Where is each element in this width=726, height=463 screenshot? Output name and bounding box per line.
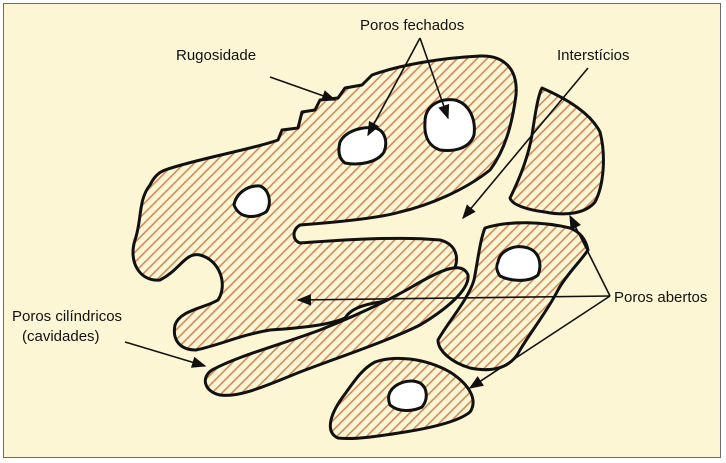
closed-pore-bottom bbox=[389, 381, 427, 411]
label-poros-fechados: Poros fechados bbox=[360, 17, 464, 34]
label-intersticios: Interstícios bbox=[557, 47, 630, 64]
label-rugosidade: Rugosidade bbox=[176, 47, 256, 64]
label-poros-cilindricos-2: (cavidades) bbox=[22, 328, 100, 345]
arrow-rugosidade bbox=[270, 77, 335, 100]
closed-pore-right bbox=[425, 100, 475, 151]
closed-pore-right-middle bbox=[497, 247, 540, 281]
label-poros-abertos: Poros abertos bbox=[614, 289, 707, 306]
right-top-particle bbox=[510, 88, 603, 214]
closed-pore-middle bbox=[339, 128, 386, 164]
label-poros-cilindricos-1: Poros cilíndricos bbox=[12, 308, 122, 325]
